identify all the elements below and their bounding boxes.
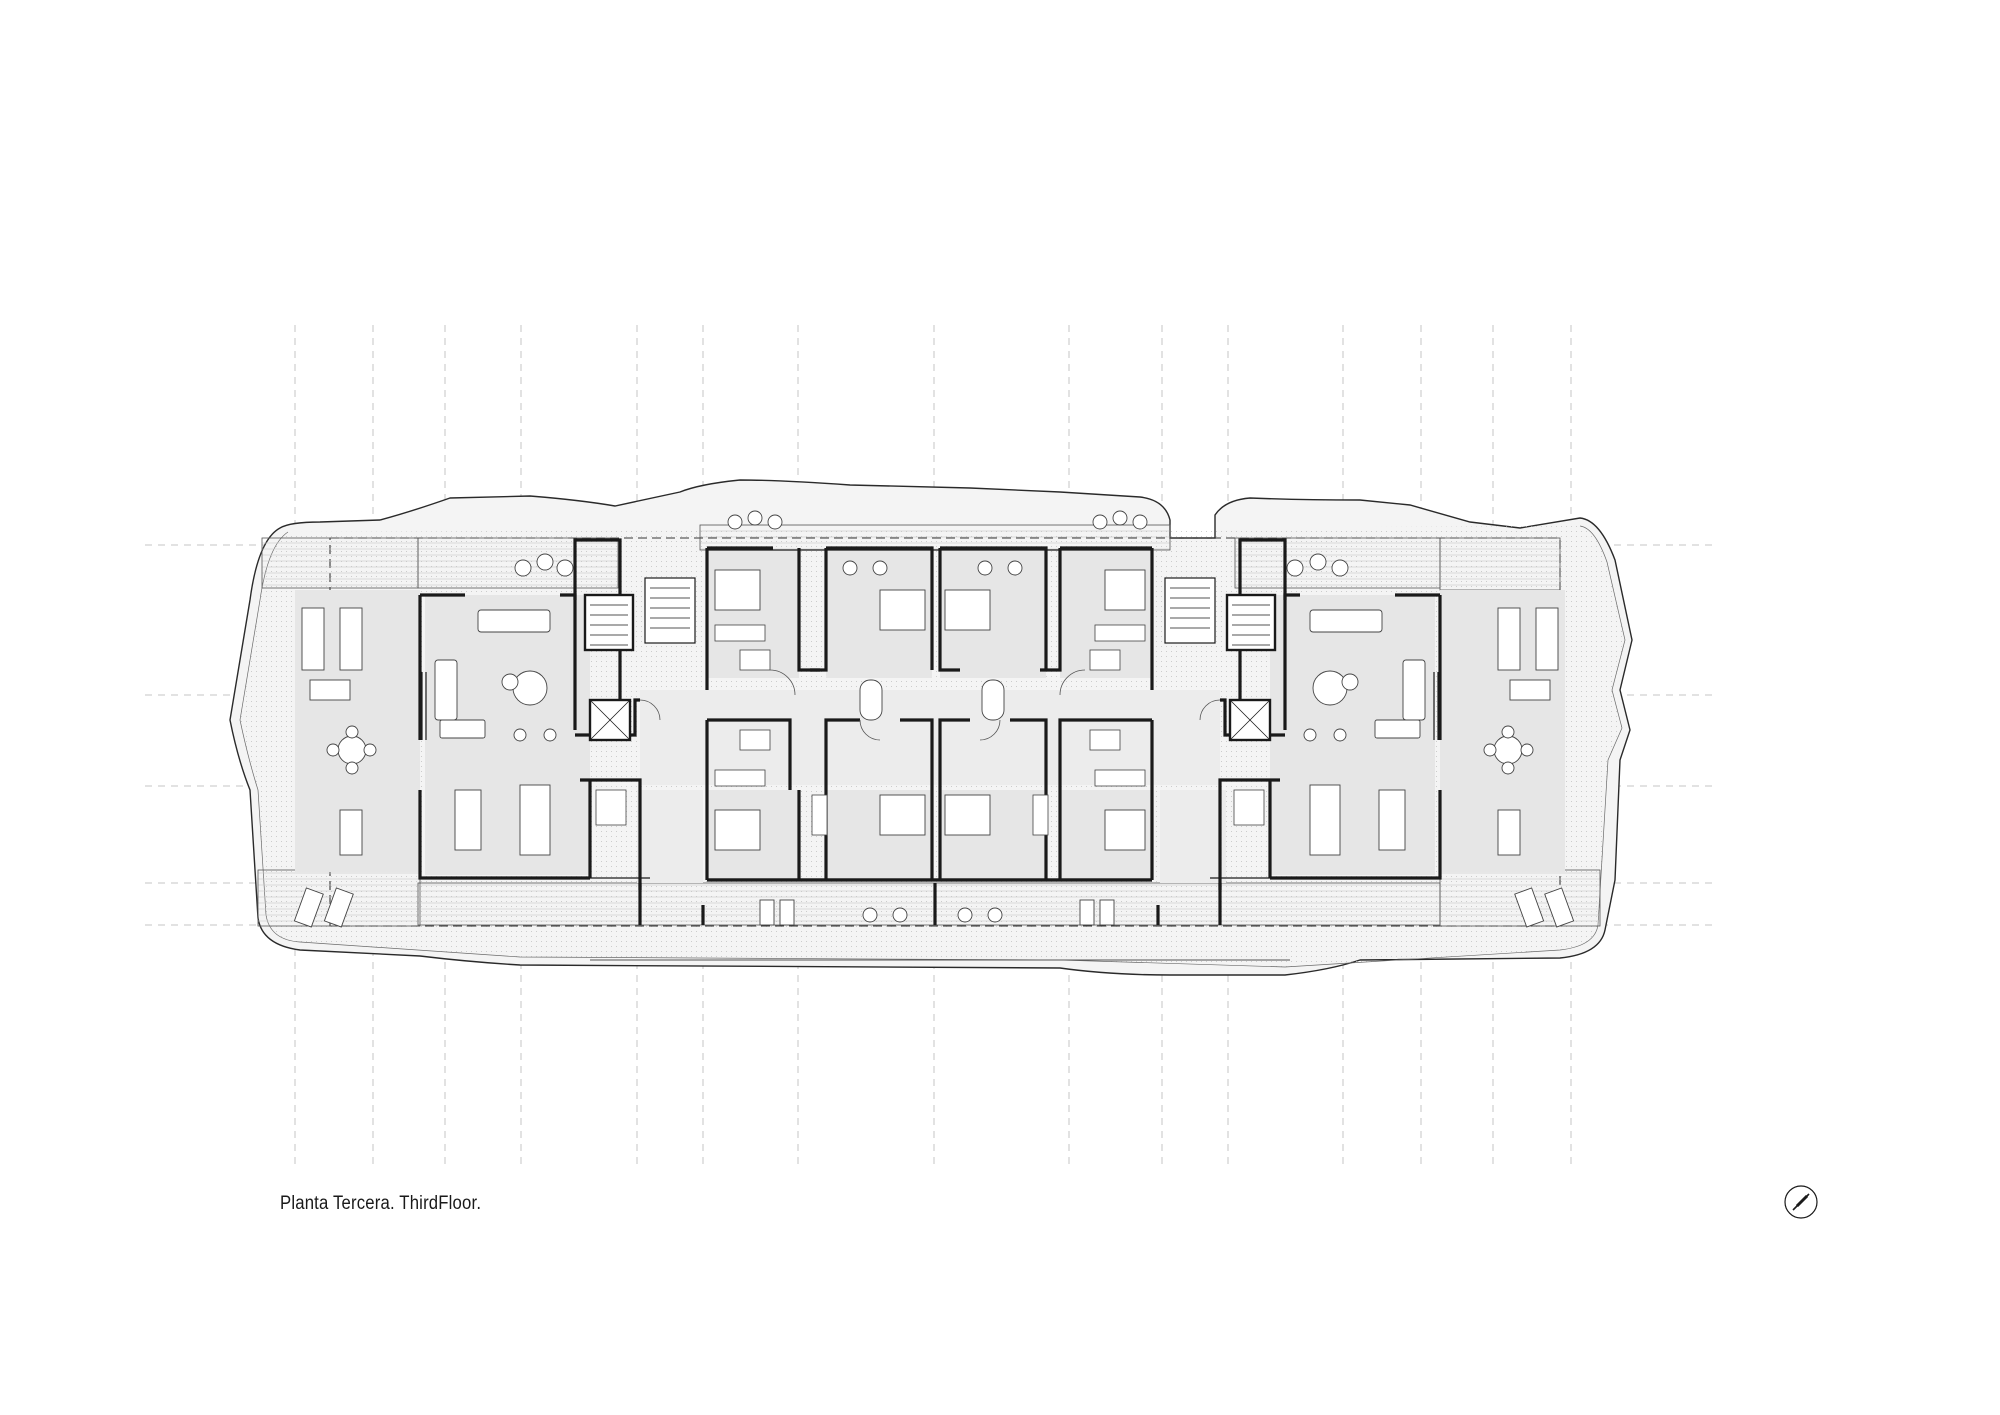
sofa-icon bbox=[1309, 609, 1383, 633]
bed-icon bbox=[879, 794, 926, 836]
dining-table-icon bbox=[339, 809, 363, 856]
north-arrow-icon bbox=[1784, 1185, 1818, 1219]
furniture-bedrooms bbox=[714, 510, 1148, 926]
sofa-icon bbox=[1402, 659, 1426, 721]
bed-icon bbox=[944, 589, 991, 631]
glazing bbox=[421, 549, 1439, 880]
doors bbox=[639, 669, 1221, 741]
bathtub-icon bbox=[981, 679, 1005, 721]
bed-icon bbox=[944, 794, 991, 836]
bed-icon bbox=[879, 589, 926, 631]
sofa-icon bbox=[434, 659, 458, 721]
furniture-right-unit bbox=[1286, 553, 1575, 928]
bathtub-icon bbox=[859, 679, 883, 721]
bed-icon bbox=[1104, 569, 1146, 611]
dining-table-icon bbox=[1497, 809, 1521, 856]
sofa-icon bbox=[477, 609, 551, 633]
bed-icon bbox=[714, 809, 761, 851]
round-table-icon bbox=[1312, 670, 1348, 706]
bed-icon bbox=[714, 569, 761, 611]
drawing-caption: Planta Tercera. ThirdFloor. bbox=[280, 1193, 482, 1214]
bathroom-fixtures bbox=[595, 624, 1265, 836]
stair-core-left bbox=[583, 577, 696, 742]
round-table-icon bbox=[512, 670, 548, 706]
furniture-left-unit bbox=[293, 553, 574, 928]
dining-table-icon bbox=[1378, 789, 1406, 851]
dining-table-icon bbox=[454, 789, 482, 851]
interior-floors bbox=[295, 548, 1565, 883]
stair-core-right bbox=[1164, 577, 1277, 742]
bed-icon bbox=[1104, 809, 1146, 851]
